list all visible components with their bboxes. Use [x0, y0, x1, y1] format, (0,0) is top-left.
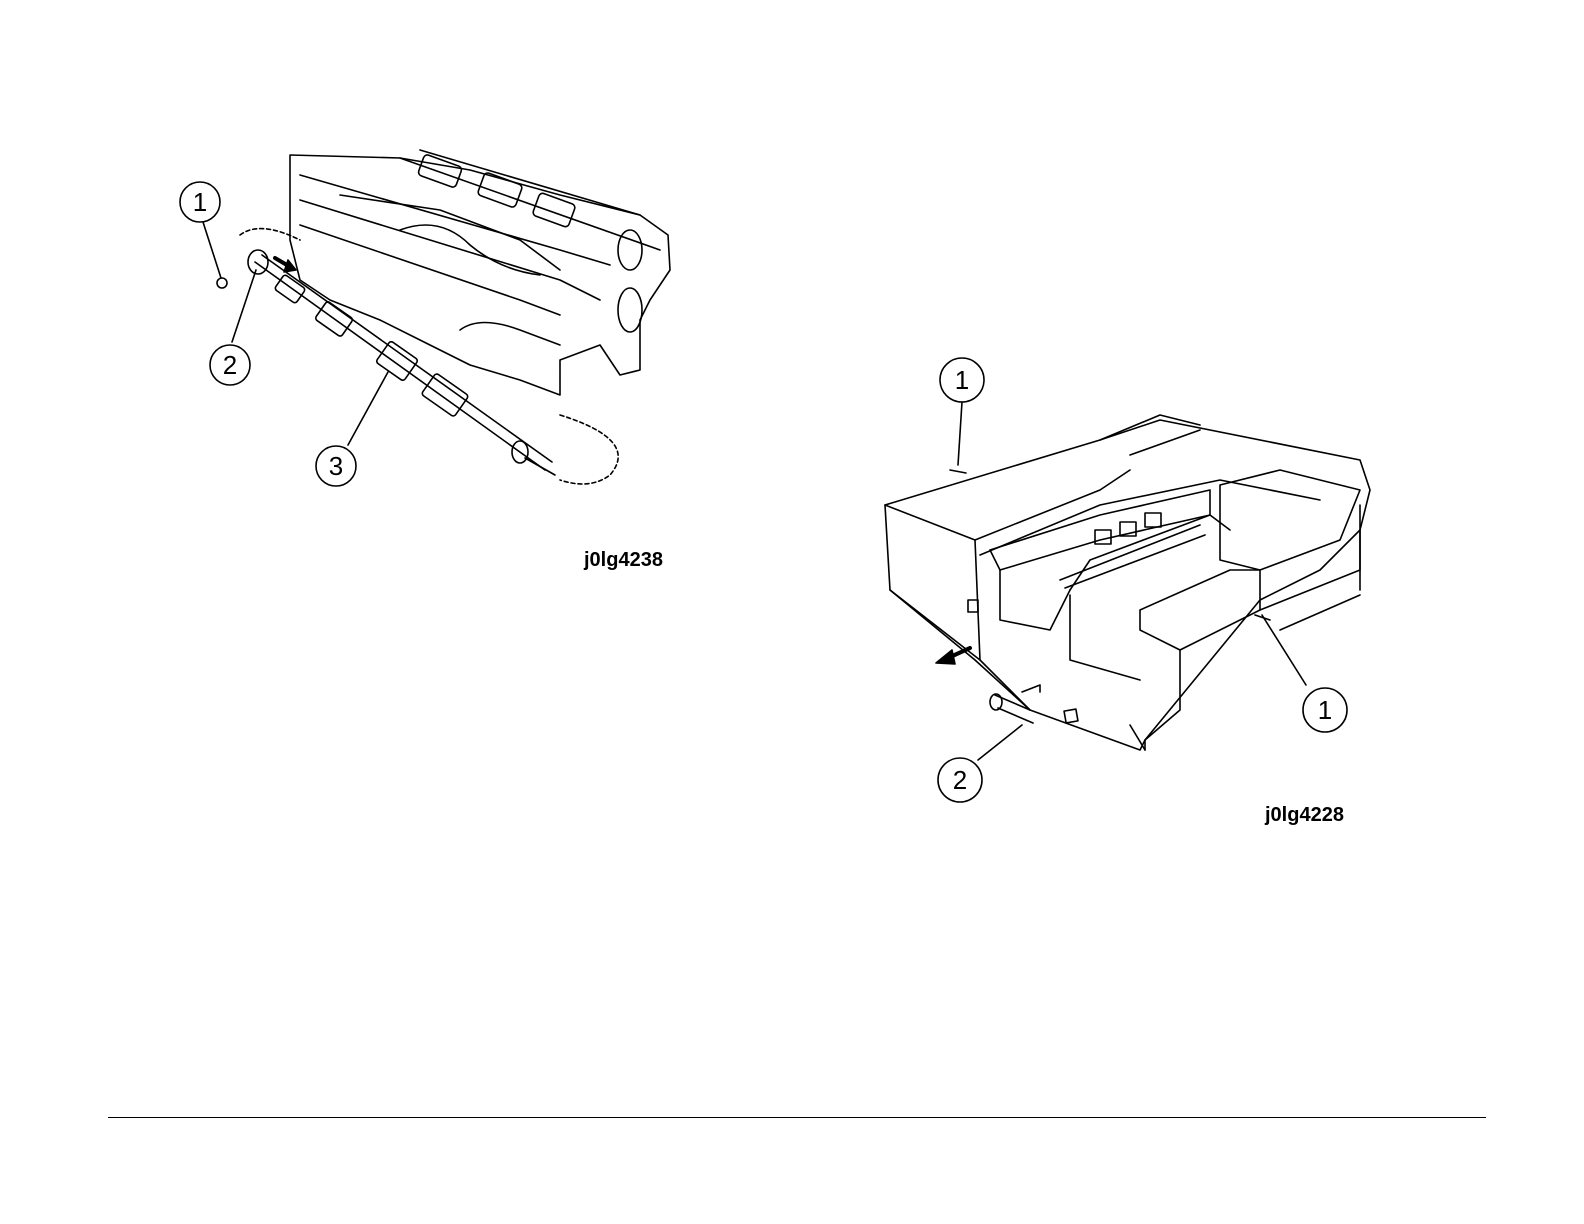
callout-2-label: 2: [223, 350, 237, 380]
callout-1-right-label: 1: [1318, 695, 1332, 725]
figure-1-id: j0lg4238: [583, 549, 663, 571]
bearing: [248, 250, 268, 274]
roll-shaft: [255, 255, 552, 470]
e-clip: [217, 278, 227, 288]
callout-3-label: 3: [329, 451, 343, 481]
callout-1-top-label: 1: [955, 365, 969, 395]
figure-1: 1 2 3 j0lg4238: [0, 0, 800, 620]
callout-2-label: 2: [953, 765, 967, 795]
frame-assembly: [290, 155, 670, 395]
figure-2-id: j0lg4228: [1264, 804, 1344, 826]
handle: [995, 695, 1033, 723]
figure-2: 1 2 1 j0lg4228: [800, 330, 1584, 850]
callout-1-label: 1: [193, 187, 207, 217]
footer-rule: [108, 1117, 1486, 1118]
unit-housing: [885, 420, 1370, 750]
